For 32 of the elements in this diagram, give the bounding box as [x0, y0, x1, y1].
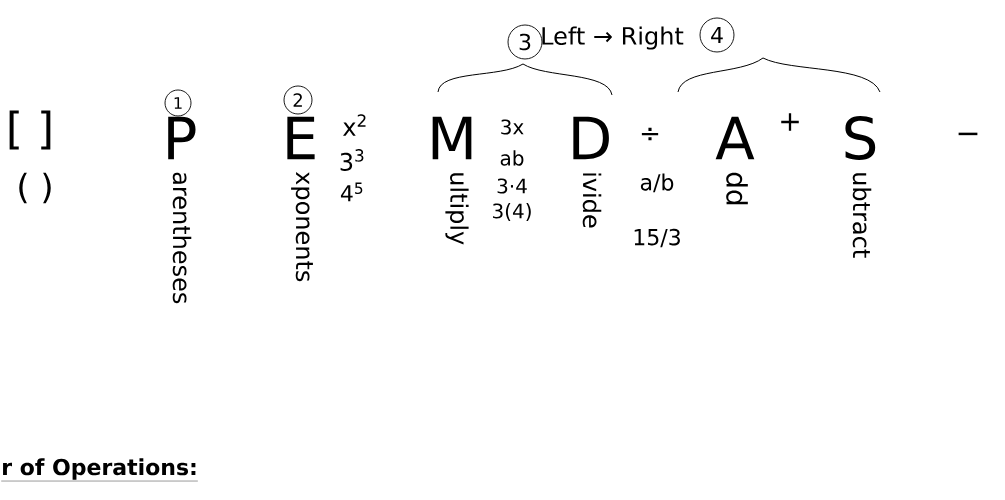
vertical-word: arentheses: [172, 172, 192, 304]
direction-note: Left → Right: [542, 26, 684, 50]
letter: E: [287, 116, 315, 160]
example: +: [781, 113, 799, 131]
example: 3$^{3}$: [340, 149, 364, 171]
letter: P: [168, 116, 196, 160]
letter: M: [432, 116, 472, 160]
example: x$^{2}$: [343, 114, 366, 136]
letter: A: [715, 116, 755, 160]
example: −: [958, 132, 978, 136]
vertical-word: xponents: [291, 171, 313, 282]
parenthesis-symbol: ( ): [19, 172, 51, 204]
vertical-word: dd: [726, 172, 748, 205]
vertical-word: ubtract: [852, 173, 872, 258]
bracket-symbol: [ ]: [9, 110, 51, 150]
example: 3(4): [493, 203, 531, 221]
vertical-word: ultiply: [445, 173, 469, 245]
example: 15/3: [634, 228, 680, 248]
example: a/b: [640, 173, 674, 193]
heading: r of Operations:: [1, 458, 199, 482]
example: ab: [500, 150, 524, 166]
example: ÷: [641, 127, 659, 141]
letter: D: [573, 116, 609, 160]
vertical-word: ivide: [582, 173, 602, 228]
circled-number: 4: [699, 17, 735, 53]
circled-number: 2: [283, 85, 313, 115]
example: 4$^{5}$: [340, 182, 363, 202]
letter: S: [845, 116, 876, 160]
example: 3·4: [497, 178, 527, 194]
example: 3x: [501, 119, 524, 135]
circled-number: 3: [507, 24, 543, 60]
circled-number: 1: [164, 89, 192, 117]
